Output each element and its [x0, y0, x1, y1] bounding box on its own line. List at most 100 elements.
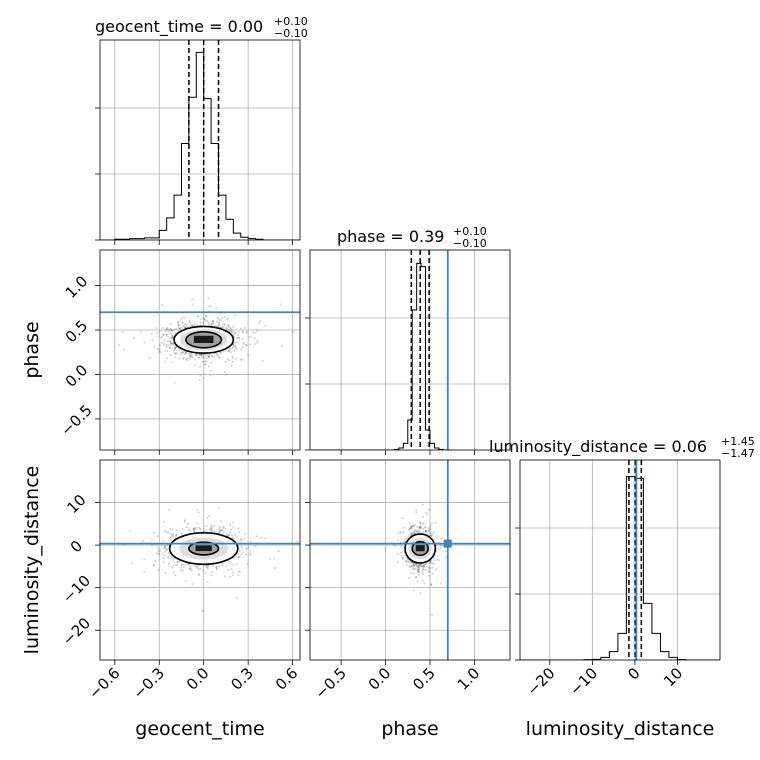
scatter-geocent-time-vs-phase-point: [177, 321, 180, 324]
scatter-geocent-time-vs-luminosity-distance-point: [163, 545, 166, 548]
scatter-geocent-time-vs-luminosity-distance-frame: [99, 459, 301, 661]
scatter-geocent-time-vs-phase-point: [165, 333, 168, 336]
scatter-geocent-time-vs-phase-point: [171, 336, 174, 339]
ylabel-luminosity-distance: luminosity_distance: [21, 466, 43, 655]
scatter-geocent-time-vs-phase-point: [207, 365, 210, 368]
scatter-geocent-time-vs-phase-point: [227, 324, 230, 327]
scatter-geocent-time-vs-luminosity-distance-point: [220, 520, 223, 523]
scatter-geocent-time-vs-luminosity-distance-point: [176, 563, 179, 566]
scatter-phase-vs-luminosity-distance-point: [419, 524, 422, 527]
hist-luminosity-distance-xtick-label-0: −20: [524, 664, 559, 699]
scatter-geocent-time-vs-phase-point: [207, 355, 210, 358]
scatter-geocent-time-vs-phase-point: [213, 356, 216, 359]
scatter-geocent-time-vs-phase-point: [169, 347, 172, 350]
scatter-geocent-time-vs-luminosity-distance-point: [157, 568, 160, 571]
scatter-geocent-time-vs-luminosity-distance-point: [222, 532, 225, 535]
scatter-geocent-time-vs-luminosity-distance-point: [190, 569, 193, 572]
scatter-phase-vs-luminosity-distance-point: [409, 526, 412, 529]
scatter-geocent-time-vs-luminosity-distance-point: [210, 527, 213, 530]
scatter-phase-vs-luminosity-distance-point: [424, 563, 427, 566]
scatter-geocent-time-vs-phase-point: [203, 360, 206, 363]
scatter-geocent-time-vs-phase-point: [230, 364, 233, 367]
scatter-geocent-time-vs-luminosity-distance-point: [152, 564, 155, 567]
scatter-phase-vs-luminosity-distance-point: [404, 560, 407, 563]
scatter-geocent-time-vs-phase-point: [188, 352, 191, 355]
scatter-phase-vs-luminosity-distance-point: [413, 531, 416, 534]
scatter-phase-vs-luminosity-distance-point: [402, 556, 405, 559]
scatter-geocent-time-vs-phase-point: [205, 357, 208, 360]
scatter-geocent-time-vs-luminosity-distance-point: [255, 535, 258, 538]
scatter-geocent-time-vs-luminosity-distance-point: [208, 514, 211, 517]
scatter-geocent-time-vs-luminosity-distance-point: [206, 565, 209, 568]
scatter-geocent-time-vs-phase-point: [198, 353, 201, 356]
scatter-phase-vs-luminosity-distance-point: [416, 530, 419, 533]
scatter-geocent-time-vs-luminosity-distance-point: [229, 532, 232, 535]
scatter-geocent-time-vs-luminosity-distance-point: [183, 520, 186, 523]
scatter-geocent-time-vs-phase-point: [174, 346, 177, 349]
scatter-geocent-time-vs-luminosity-distance-point: [264, 537, 267, 540]
scatter-phase-vs-luminosity-distance-point: [418, 563, 421, 566]
scatter-geocent-time-vs-luminosity-distance-point: [231, 574, 234, 577]
scatter-geocent-time-vs-luminosity-distance-point: [166, 547, 169, 550]
scatter-geocent-time-vs-luminosity-distance-point: [162, 539, 165, 542]
scatter-geocent-time-vs-luminosity-distance-point: [194, 527, 197, 530]
scatter-geocent-time-vs-luminosity-distance-point: [164, 550, 167, 553]
scatter-geocent-time-vs-phase-point: [173, 348, 176, 351]
scatter-geocent-time-vs-phase-point: [166, 340, 169, 343]
scatter-geocent-time-vs-luminosity-distance-point: [254, 545, 257, 548]
scatter-geocent-time-vs-phase-point: [218, 356, 221, 359]
scatter-geocent-time-vs-luminosity-distance-point: [169, 536, 172, 539]
scatter-geocent-time-vs-phase-point: [200, 357, 203, 360]
scatter-phase-vs-luminosity-distance-point: [421, 571, 424, 574]
scatter-geocent-time-vs-phase-point: [177, 324, 180, 327]
scatter-geocent-time-vs-phase-point: [228, 328, 231, 331]
scatter-geocent-time-vs-phase-point: [170, 329, 173, 332]
scatter-geocent-time-vs-phase-point: [232, 331, 235, 334]
scatter-phase-vs-luminosity-distance-point: [417, 570, 420, 573]
scatter-geocent-time-vs-phase-point: [189, 355, 192, 358]
scatter-geocent-time-vs-luminosity-distance-point: [225, 533, 228, 536]
scatter-geocent-time-vs-phase-point: [256, 341, 259, 344]
scatter-phase-vs-luminosity-distance-point: [412, 565, 415, 568]
scatter-phase-vs-luminosity-distance-point: [417, 566, 420, 569]
scatter-geocent-time-vs-phase-point: [227, 325, 230, 328]
scatter-geocent-time-vs-luminosity-distance-point: [175, 528, 178, 531]
scatter-geocent-time-vs-luminosity-distance-point: [223, 575, 226, 578]
scatter-geocent-time-vs-phase-point: [156, 332, 159, 335]
scatter-phase-vs-luminosity-distance-point: [418, 526, 421, 529]
scatter-phase-vs-luminosity-distance-point: [418, 526, 421, 529]
scatter-geocent-time-vs-phase-point: [160, 337, 163, 340]
scatter-geocent-time-vs-luminosity-distance-point: [199, 567, 202, 570]
scatter-geocent-time-vs-phase-point: [166, 327, 169, 330]
scatter-phase-vs-luminosity-distance-point: [413, 563, 416, 566]
scatter-geocent-time-vs-luminosity-distance-point: [164, 545, 167, 548]
scatter-phase-vs-luminosity-distance-point: [419, 592, 422, 595]
scatter-geocent-time-vs-phase-point: [227, 349, 230, 352]
scatter-geocent-time-vs-phase-point: [239, 327, 242, 330]
scatter-geocent-time-vs-phase-point: [179, 327, 182, 330]
scatter-geocent-time-vs-phase-point: [247, 353, 250, 356]
scatter-geocent-time-vs-phase-point: [198, 356, 201, 359]
scatter-phase-vs-luminosity-distance-point: [412, 567, 415, 570]
scatter-geocent-time-vs-luminosity-distance-point: [249, 540, 252, 543]
scatter-geocent-time-vs-luminosity-distance-point: [246, 563, 249, 566]
scatter-geocent-time-vs-phase-point: [181, 321, 184, 324]
scatter-phase-vs-luminosity-distance-point: [420, 565, 423, 568]
scatter-geocent-time-vs-luminosity-distance-point: [210, 524, 213, 527]
scatter-phase-vs-luminosity-distance-point: [431, 522, 434, 525]
scatter-geocent-time-vs-luminosity-distance-point: [231, 536, 234, 539]
scatter-geocent-time-vs-phase-point: [166, 335, 169, 338]
scatter-phase-vs-luminosity-distance-point: [416, 531, 419, 534]
scatter-geocent-time-vs-luminosity-distance-point: [238, 531, 241, 534]
scatter-phase-vs-luminosity-distance-point: [413, 532, 416, 535]
scatter-phase-vs-luminosity-distance-point: [445, 556, 448, 559]
scatter-geocent-time-vs-phase-point: [237, 331, 240, 334]
scatter-phase-vs-luminosity-distance-point: [410, 533, 413, 536]
scatter-phase-vs-luminosity-distance-point: [427, 570, 430, 573]
scatter-geocent-time-vs-luminosity-distance-ytick-label-2: 0: [67, 537, 86, 556]
scatter-geocent-time-vs-phase-point: [169, 340, 172, 343]
scatter-geocent-time-vs-phase-point: [173, 328, 176, 331]
scatter-geocent-time-vs-luminosity-distance-point: [183, 519, 186, 522]
scatter-geocent-time-vs-luminosity-distance-point: [218, 565, 221, 568]
scatter-phase-vs-luminosity-distance-point: [411, 564, 414, 567]
